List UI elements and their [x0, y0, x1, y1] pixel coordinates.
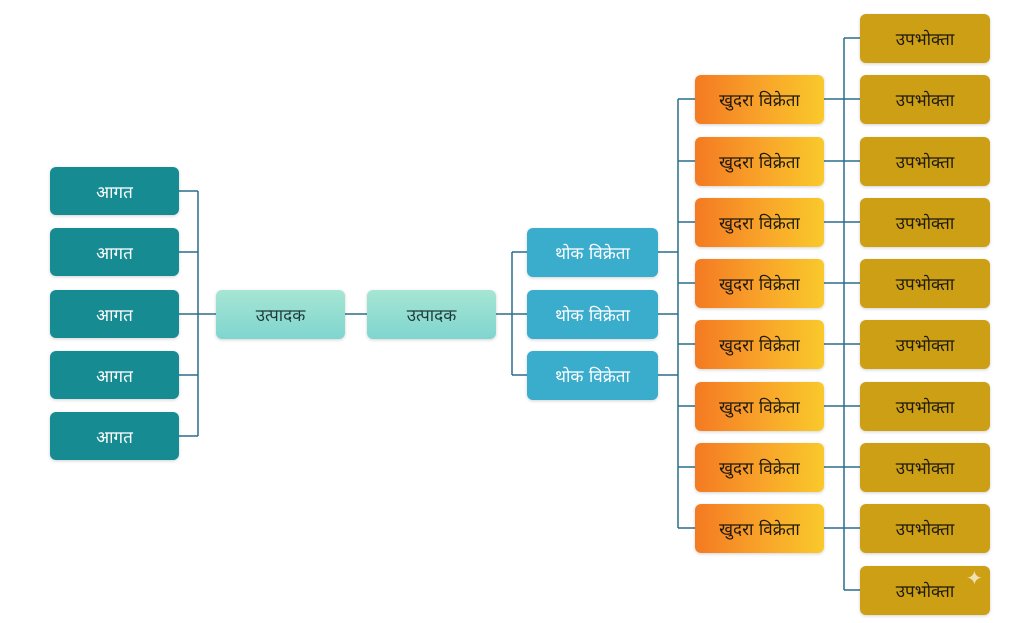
consumer-node: उपभोक्ता — [860, 137, 990, 186]
manufacturer-label: उत्पादक — [255, 306, 306, 326]
input-label: आगत — [96, 366, 133, 387]
wholesaler-label: थोक विक्रेता — [555, 306, 630, 326]
consumer-label: उपभोक्ता — [895, 275, 955, 295]
consumer-node: उपभोक्ता — [860, 320, 990, 369]
consumer-label: उपभोक्ता — [895, 30, 955, 50]
retailer-node: खुदरा विक्रेता — [695, 382, 824, 431]
consumer-node: उपभोक्ता — [860, 443, 990, 492]
consumer-label: उपभोक्ता — [895, 153, 955, 173]
retailer-node: खुदरा विक्रेता — [695, 443, 824, 492]
retailer-label: खुदरा विक्रेता — [719, 91, 800, 111]
retailer-node: खुदरा विक्रेता — [695, 198, 824, 247]
consumer-label: उपभोक्ता — [895, 582, 955, 602]
retailer-label: खुदरा विक्रेता — [719, 336, 800, 356]
consumer-node: उपभोक्ता — [860, 566, 990, 615]
input-label: आगत — [96, 305, 133, 326]
manufacturer-node: उत्पादक — [216, 290, 345, 339]
wholesaler-label: थोक विक्रेता — [555, 367, 630, 387]
connector-line — [658, 98, 695, 529]
input-node: आगत — [50, 167, 179, 215]
manufacturer-label: उत्पादक — [406, 306, 457, 326]
input-node: आगत — [50, 412, 179, 460]
consumer-label: उपभोक्ता — [895, 91, 955, 111]
input-label: आगत — [96, 243, 133, 264]
wholesaler-node: थोक विक्रेता — [527, 351, 658, 400]
retailer-label: खुदरा विक्रेता — [719, 275, 800, 295]
consumer-label: उपभोक्ता — [895, 336, 955, 356]
consumer-node: उपभोक्ता — [860, 198, 990, 247]
input-label: आगत — [96, 182, 133, 203]
retailer-node: खुदरा विक्रेता — [695, 320, 824, 369]
consumer-node: उपभोक्ता — [860, 259, 990, 308]
input-node: आगत — [50, 228, 179, 276]
sparkle-icon: ✦ — [966, 566, 983, 590]
retailer-node: खुदरा विक्रेता — [695, 504, 824, 553]
input-label: आगत — [96, 427, 133, 448]
manufacturer-node: उत्पादक — [367, 290, 496, 339]
consumer-label: उपभोक्ता — [895, 459, 955, 479]
wholesaler-label: थोक विक्रेता — [555, 244, 630, 264]
consumer-label: उपभोक्ता — [895, 398, 955, 418]
retailer-label: खुदरा विक्रेता — [719, 153, 800, 173]
consumer-node: उपभोक्ता — [860, 382, 990, 431]
input-node: आगत — [50, 351, 179, 399]
connector-line — [824, 37, 860, 591]
consumer-node: उपभोक्ता — [860, 75, 990, 124]
retailer-node: खुदरा विक्रेता — [695, 75, 824, 124]
retailer-node: खुदरा विक्रेता — [695, 137, 824, 186]
retailer-label: खुदरा विक्रेता — [719, 214, 800, 234]
wholesaler-node: थोक विक्रेता — [527, 228, 658, 277]
consumer-label: उपभोक्ता — [895, 214, 955, 234]
retailer-label: खुदरा विक्रेता — [719, 398, 800, 418]
consumer-node: उपभोक्ता — [860, 14, 990, 63]
wholesaler-node: थोक विक्रेता — [527, 290, 658, 339]
consumer-label: उपभोक्ता — [895, 520, 955, 540]
retailer-node: खुदरा विक्रेता — [695, 259, 824, 308]
connector-line — [179, 190, 216, 437]
consumer-node: उपभोक्ता — [860, 504, 990, 553]
retailer-label: खुदरा विक्रेता — [719, 459, 800, 479]
connector-line — [496, 251, 527, 376]
input-node: आगत — [50, 290, 179, 338]
retailer-label: खुदरा विक्रेता — [719, 520, 800, 540]
